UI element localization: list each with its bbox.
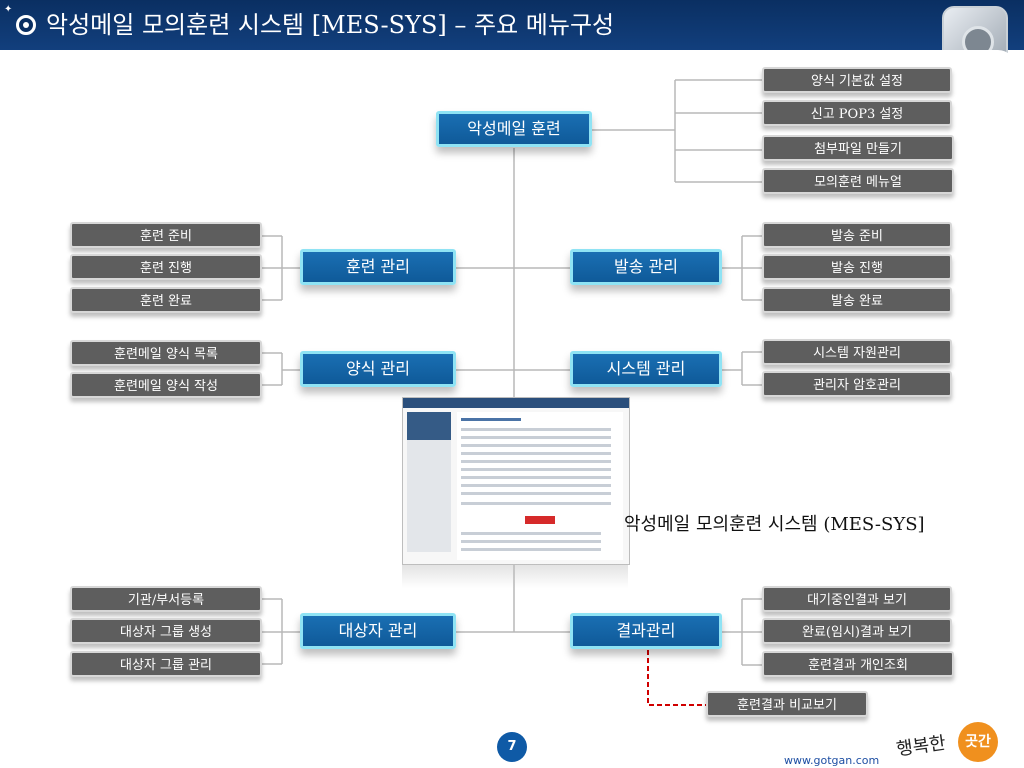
targets-node: 대상자 관리 (300, 613, 456, 649)
sending-node: 발송 관리 (570, 249, 722, 285)
forms-item-list: 훈련메일 양식 목록 (70, 340, 262, 366)
targets-item-create-group: 대상자 그룹 생성 (70, 618, 262, 644)
logo-mark: 곳간 (958, 722, 998, 762)
results-item-completed: 완료(임시)결과 보기 (762, 618, 952, 644)
screenshot-caption: 악성메일 모의훈련 시스템 (MES-SYS] (624, 514, 925, 535)
results-node: 결과관리 (570, 613, 722, 649)
sending-item-progress: 발송 진행 (762, 254, 952, 280)
top-item-pop3: 신고 POP3 설정 (762, 100, 952, 126)
top-item-form-defaults: 양식 기본값 설정 (762, 67, 952, 93)
sparkle-icon: ✦ (4, 4, 13, 15)
system-item-resources: 시스템 자원관리 (762, 339, 952, 365)
bullet-icon (16, 15, 36, 35)
title-bar: ✦ 악성메일 모의훈련 시스템 [MES-SYS] – 주요 메뉴구성 (0, 0, 1024, 50)
sending-item-prepare: 발송 준비 (762, 222, 952, 248)
training-item-progress: 훈련 진행 (70, 254, 262, 280)
company-logo: 행복한 곳간 (892, 718, 1018, 766)
top-item-attachment: 첨부파일 만들기 (762, 135, 954, 161)
training-node: 훈련 관리 (300, 249, 456, 285)
results-item-compare: 훈련결과 비교보기 (706, 691, 868, 717)
footer-url[interactable]: www.gotgan.com (784, 754, 880, 767)
system-item-password: 관리자 암호관리 (762, 371, 952, 397)
system-node: 시스템 관리 (570, 351, 722, 387)
logo-script: 행복한 (894, 732, 948, 761)
screenshot-reflection (402, 564, 628, 588)
forms-item-create: 훈련메일 양식 작성 (70, 372, 262, 398)
targets-item-register: 기관/부서등록 (70, 586, 262, 612)
root-node: 악성메일 훈련 (436, 111, 592, 147)
targets-item-manage-group: 대상자 그룹 관리 (70, 651, 262, 677)
page-number: 7 (497, 732, 527, 762)
top-item-manual: 모의훈련 메뉴얼 (762, 168, 954, 194)
results-item-individual: 훈련결과 개인조회 (762, 651, 954, 677)
training-item-complete: 훈련 완료 (70, 287, 262, 313)
page-title: 악성메일 모의훈련 시스템 [MES-SYS] – 주요 메뉴구성 (46, 11, 615, 39)
results-item-pending: 대기중인결과 보기 (762, 586, 952, 612)
forms-node: 양식 관리 (300, 351, 456, 387)
training-item-prepare: 훈련 준비 (70, 222, 262, 248)
system-screenshot-thumbnail (402, 397, 630, 565)
sending-item-complete: 발송 완료 (762, 287, 952, 313)
